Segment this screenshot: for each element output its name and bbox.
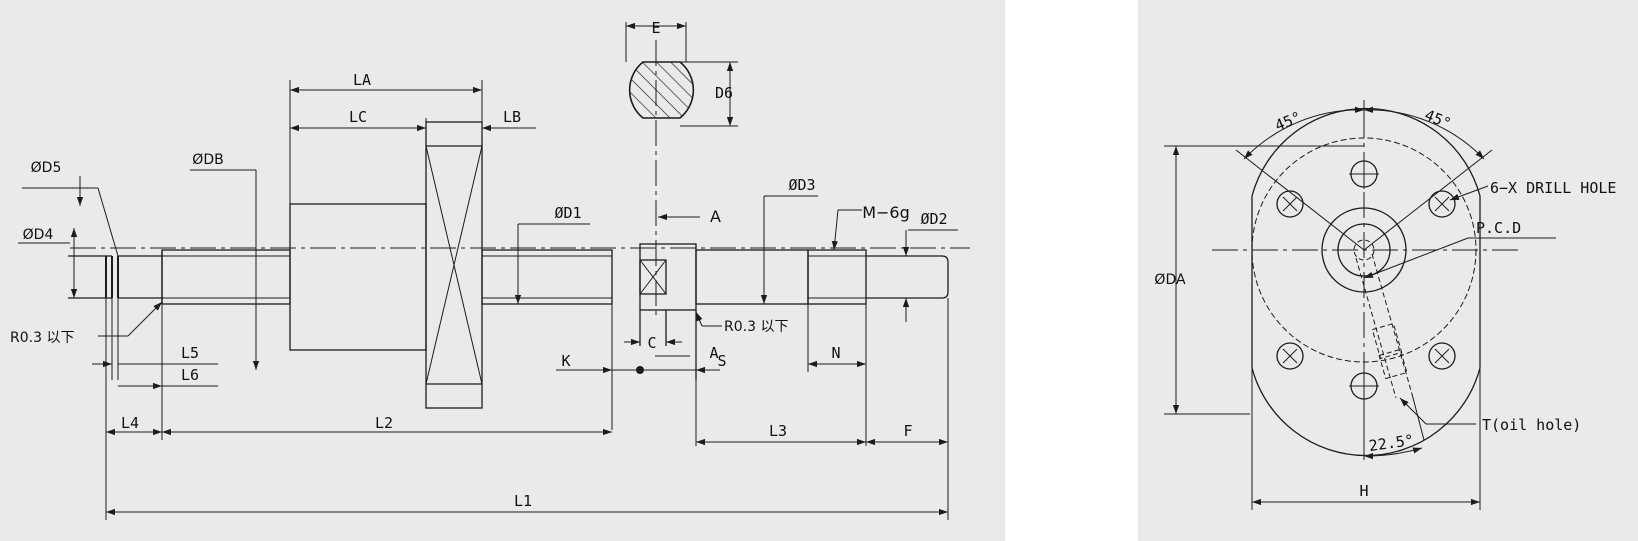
bolt-hole [1276,342,1304,370]
side-view: E D6 A LA LC LB ØD5 Ø [10,19,970,520]
oil-hole-channel [1355,253,1413,399]
da-dim: ØDA [1154,145,1364,415]
shaft-right-section [481,249,613,305]
label-A-small: A [709,344,718,362]
label-pcd: P.C.D [1476,219,1521,237]
label-L3: L3 [769,422,787,440]
key-section: E D6 A [625,19,738,320]
oil-angle-dim: 22.5° [1363,393,1425,460]
label-angle-right: 45° [1422,106,1454,133]
label-L5: L5 [181,344,199,362]
h-dim: H [1251,368,1481,510]
label-r03-mid: R0.3 以下 [724,319,788,335]
label-D5: ØD5 [31,160,62,176]
side-view-panel [0,0,1005,541]
bolt-hole [1276,190,1304,218]
label-E: E [651,19,660,37]
right-diameter-dims: ØD1 ØD3 M−6g ØD2 [514,176,958,322]
label-L2: L2 [375,414,393,432]
overall-length-dims: L4 L2 L3 F L1 [105,298,949,520]
label-K: K [561,352,570,370]
label-S: S [717,352,726,370]
label-D4: ØD4 [23,227,54,243]
bolt-hole [1349,159,1379,189]
screw-shaft [161,249,291,305]
label-N: N [831,344,840,362]
label-L1: L1 [514,492,532,510]
left-diameter-dims: ØD5 ØD4 ØDB [18,152,260,370]
drill-hole-leader: 6−X DRILL HOLE [1449,179,1616,201]
label-LA: LA [353,71,371,89]
bolt-hole [1349,371,1379,401]
bearing-offset-dims: K C A S [556,304,727,430]
small-length-dims: L5 L6 [92,298,218,390]
label-D1: ØD1 [554,204,581,222]
shaft-left-end [68,250,163,304]
label-D6: D6 [715,84,733,102]
label-section-A: A [710,207,721,226]
end-view: 45° 45° ØDA 6−X DRILL HOLE P.C.D T(oil h… [1154,100,1616,510]
label-M6g: M−6g [862,203,910,222]
label-angle-left: 45° [1272,108,1304,135]
label-D2: ØD2 [920,210,947,228]
ball-nut-body [289,121,483,409]
label-DB: ØDB [192,152,223,168]
label-D3: ØD3 [788,176,815,194]
label-H: H [1359,482,1368,500]
label-LC: LC [349,108,367,126]
support-journal [695,249,949,305]
label-DA: ØDA [1154,272,1186,288]
label-r03-left: R0.3 以下 [10,330,74,346]
label-L6: L6 [181,366,199,384]
thread-length-dim: N [807,304,867,446]
bolt-hole [1428,190,1456,218]
label-F: F [903,422,912,440]
label-L4: L4 [121,414,139,432]
bolt-hole [1428,342,1456,370]
bolt-holes [1276,159,1456,401]
radius-notes: R0.3 以下 R0.3 以下 [10,301,788,346]
pcd-leader: P.C.D [1363,219,1556,279]
oil-hole-leader: T(oil hole) [1399,397,1581,434]
label-drill-hole: 6−X DRILL HOLE [1490,179,1616,197]
label-C: C [647,334,656,352]
bearing-seat [639,243,697,380]
label-oil-hole: T(oil hole) [1482,416,1581,434]
label-LB: LB [503,108,521,126]
nut-length-dims: LA LC LB [289,71,536,204]
